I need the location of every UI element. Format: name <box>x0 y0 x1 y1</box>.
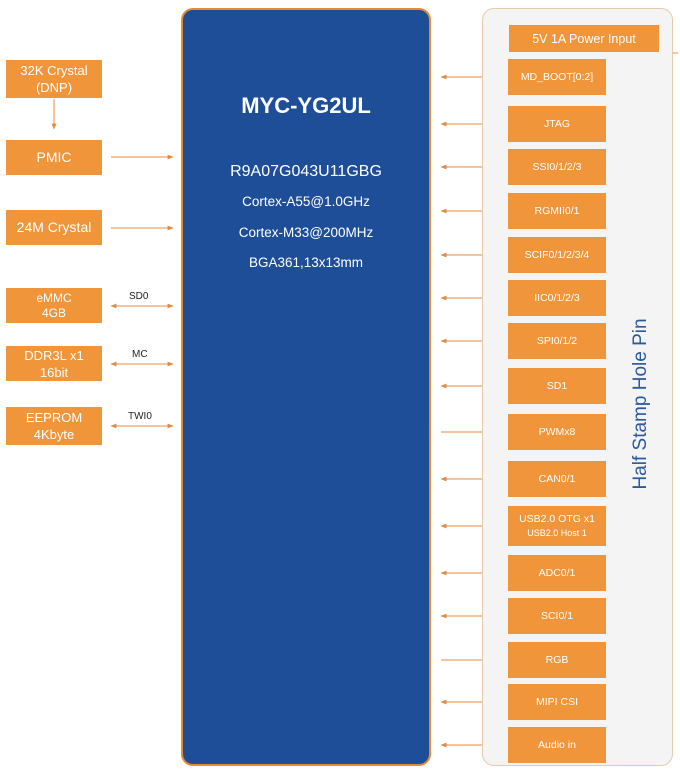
interface-audio-in: Audio in <box>508 727 606 763</box>
interface-can: CAN0/1 <box>508 461 606 497</box>
bus-label-sd0: SD0 <box>129 291 149 302</box>
crystal-32k-block: 32K Crystal (DNP) <box>6 60 102 98</box>
interface-label: SD1 <box>546 379 568 392</box>
interface-label: MIPI CSI <box>535 695 578 708</box>
bus-label-mc: MC <box>132 349 148 360</box>
interface-jtag: JTAG <box>508 106 606 142</box>
interface-label: ADC0/1 <box>538 566 576 579</box>
interface-sd1: SD1 <box>508 368 606 404</box>
emmc-label: eMMC <box>36 290 72 305</box>
interface-ssi: SSI0/1/2/3 <box>508 149 606 185</box>
interface-md-boot: MD_BOOT[0:2] <box>508 59 606 95</box>
ddr-label: DDR3L x1 <box>24 347 84 363</box>
interface-label: Audio in <box>538 738 576 751</box>
chip-part-number: R9A07G043U11GBG <box>230 163 382 180</box>
crystal-24m-label: 24M Crystal <box>16 219 92 235</box>
interface-iic: IIC0/1/2/3 <box>508 280 606 316</box>
interface-label: JTAG <box>543 117 571 130</box>
interface-usb: USB2.0 OTG x1 USB2.0 Host 1 <box>508 506 606 546</box>
crystal-32k-note: (DNP) <box>35 80 73 95</box>
chip-name: MYC-YG2UL <box>241 93 371 118</box>
emmc-capacity: 4GB <box>41 305 66 320</box>
eeprom-block: EEPROM 4Kbyte <box>6 407 102 445</box>
chip-package: BGA361,13x13mm <box>248 255 364 270</box>
interface-label: SCI0/1 <box>540 609 574 622</box>
emmc-block: eMMC 4GB <box>6 288 102 323</box>
interface-label: SSI0/1/2/3 <box>532 160 582 173</box>
interface-label: PWMx8 <box>538 425 576 438</box>
bus-label-twi0: TWI0 <box>128 411 152 422</box>
interface-sci: SCI0/1 <box>508 598 606 634</box>
interface-label-usb-otg: USB2.0 OTG x1 <box>519 513 595 525</box>
eeprom-label: EEPROM <box>25 410 83 425</box>
interface-rgb: RGB <box>508 642 606 678</box>
chip-core-a55: Cortex-A55@1.0GHz <box>242 194 370 209</box>
interface-pwm: PWMx8 <box>508 414 606 450</box>
interface-label: MD_BOOT[0:2] <box>520 70 594 83</box>
chip-core-m33: Cortex-M33@200MHz <box>238 225 374 240</box>
pmic-label: PMIC <box>36 149 72 165</box>
interface-label: IIC0/1/2/3 <box>534 291 580 304</box>
ddr-block: DDR3L x1 16bit <box>6 346 102 381</box>
power-input-block: 5V 1A Power Input <box>509 25 659 52</box>
interface-label-usb-host: USB2.0 Host 1 <box>527 528 587 538</box>
crystal-32k-label: 32K Crystal <box>20 63 88 78</box>
eeprom-capacity: 4Kbyte <box>33 427 75 442</box>
crystal-24m-block: 24M Crystal <box>6 210 102 245</box>
interface-label: SPI0/1/2 <box>536 334 578 347</box>
interface-adc: ADC0/1 <box>508 555 606 591</box>
interface-scif: SCIF0/1/2/3/4 <box>508 237 606 273</box>
power-input-label: 5V 1A Power Input <box>532 31 636 46</box>
interface-mipi-csi: MIPI CSI <box>508 684 606 720</box>
interface-label: RGB <box>545 653 569 666</box>
ddr-width: 16bit <box>39 364 69 380</box>
interface-label: CAN0/1 <box>538 472 576 485</box>
interface-rgmii: RGMII0/1 <box>508 193 606 229</box>
processor-block <box>181 8 431 766</box>
stamp-hole-label: Half Stamp Hole Pin <box>630 318 651 490</box>
pmic-block: PMIC <box>6 140 102 175</box>
interface-label: SCIF0/1/2/3/4 <box>524 248 590 261</box>
interface-spi: SPI0/1/2 <box>508 323 606 359</box>
interface-label: RGMII0/1 <box>534 204 580 217</box>
